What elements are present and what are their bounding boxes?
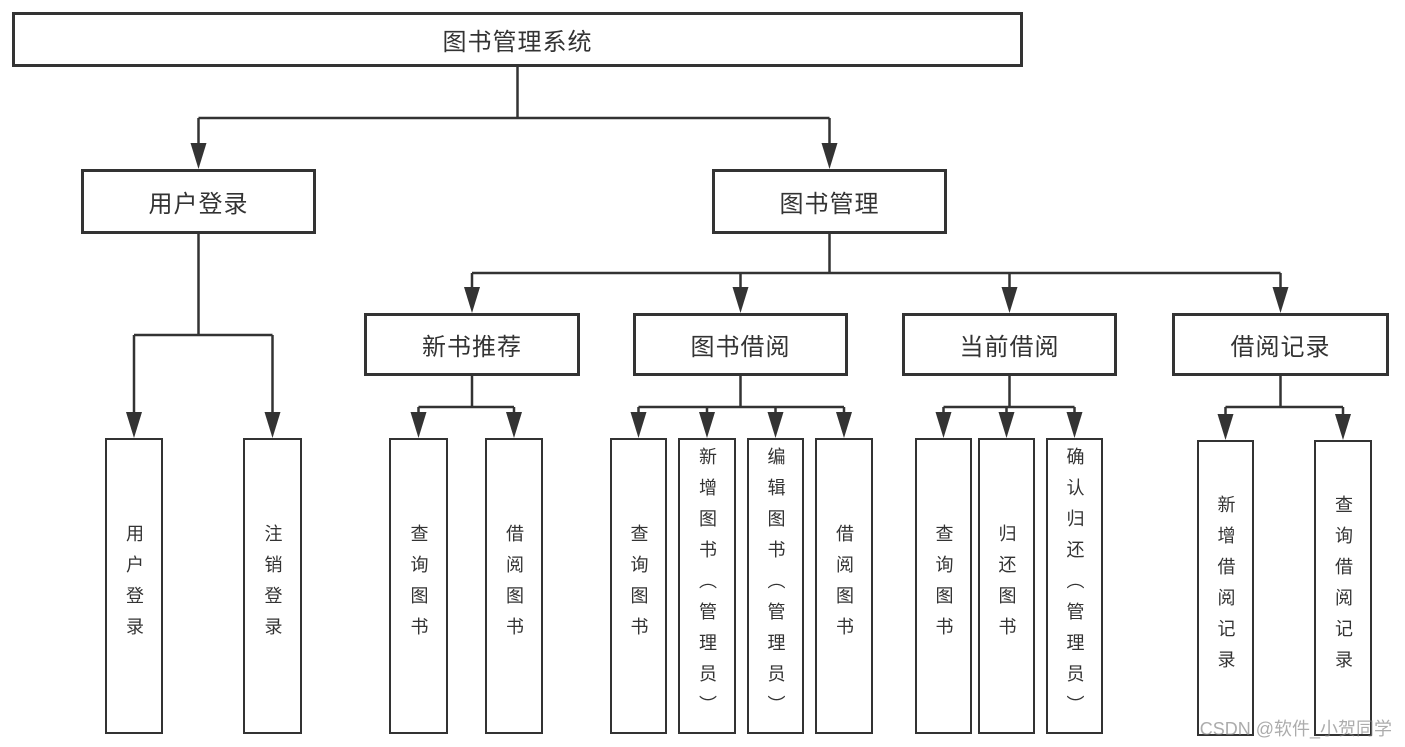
- leaf-return-books-label: 归还图书: [996, 524, 1017, 648]
- leaf-borrow-books-2: 借阅图书: [815, 438, 873, 734]
- leaf-logout-label: 注销登录: [262, 524, 283, 648]
- leaf-query-books-2: 查询图书: [610, 438, 667, 734]
- node-new-book-recommend: 新书推荐: [364, 313, 580, 376]
- leaf-add-borrow-record: 新增借阅记录: [1197, 440, 1254, 736]
- leaf-edit-book-admin: 编辑图书（管理员）: [747, 438, 804, 734]
- node-book-management: 图书管理: [712, 169, 947, 234]
- leaf-add-borrow-record-label: 新增借阅记录: [1215, 495, 1236, 681]
- node-book-management-label: 图书管理: [779, 191, 880, 218]
- node-root-label: 图书管理系统: [442, 29, 593, 56]
- node-user-login: 用户登录: [81, 169, 316, 234]
- leaf-query-borrow-record-label: 查询借阅记录: [1333, 495, 1353, 681]
- leaf-query-books-1-label: 查询图书: [408, 524, 429, 648]
- arrowheads: [126, 143, 1351, 440]
- leaf-user-login-label: 用户登录: [124, 524, 144, 648]
- leaf-borrow-books-1-label: 借阅图书: [504, 524, 524, 648]
- leaf-edit-book-admin-label: 编辑图书（管理员）: [765, 446, 786, 726]
- leaf-add-book-admin-label: 新增图书（管理员）: [697, 446, 717, 726]
- leaf-add-book-admin: 新增图书（管理员）: [678, 438, 736, 734]
- node-root: 图书管理系统: [12, 12, 1023, 67]
- leaf-confirm-return-admin: 确认归还（管理员）: [1046, 438, 1103, 734]
- leaf-borrow-books-1: 借阅图书: [485, 438, 543, 734]
- node-book-borrowing-label: 图书借阅: [690, 334, 791, 361]
- node-new-book-recommend-label: 新书推荐: [422, 334, 522, 361]
- leaf-query-books-1: 查询图书: [389, 438, 448, 734]
- node-current-borrowing-label: 当前借阅: [959, 334, 1060, 361]
- leaf-query-books-3: 查询图书: [915, 438, 972, 734]
- leaf-logout: 注销登录: [243, 438, 302, 734]
- leaf-query-borrow-record: 查询借阅记录: [1314, 440, 1372, 736]
- leaf-user-login: 用户登录: [105, 438, 163, 734]
- leaf-query-books-2-label: 查询图书: [628, 524, 649, 648]
- node-borrowing-records: 借阅记录: [1172, 313, 1389, 376]
- leaf-confirm-return-admin-label: 确认归还（管理员）: [1064, 446, 1085, 726]
- watermark: CSDN @软件_小贺同学: [1199, 719, 1392, 739]
- node-borrowing-records-label: 借阅记录: [1230, 334, 1331, 361]
- leaf-return-books: 归还图书: [978, 438, 1035, 734]
- leaf-borrow-books-2-label: 借阅图书: [834, 524, 854, 648]
- node-book-borrowing: 图书借阅: [633, 313, 848, 376]
- node-user-login-label: 用户登录: [148, 191, 249, 218]
- node-current-borrowing: 当前借阅: [902, 313, 1117, 376]
- leaf-query-books-3-label: 查询图书: [933, 524, 954, 648]
